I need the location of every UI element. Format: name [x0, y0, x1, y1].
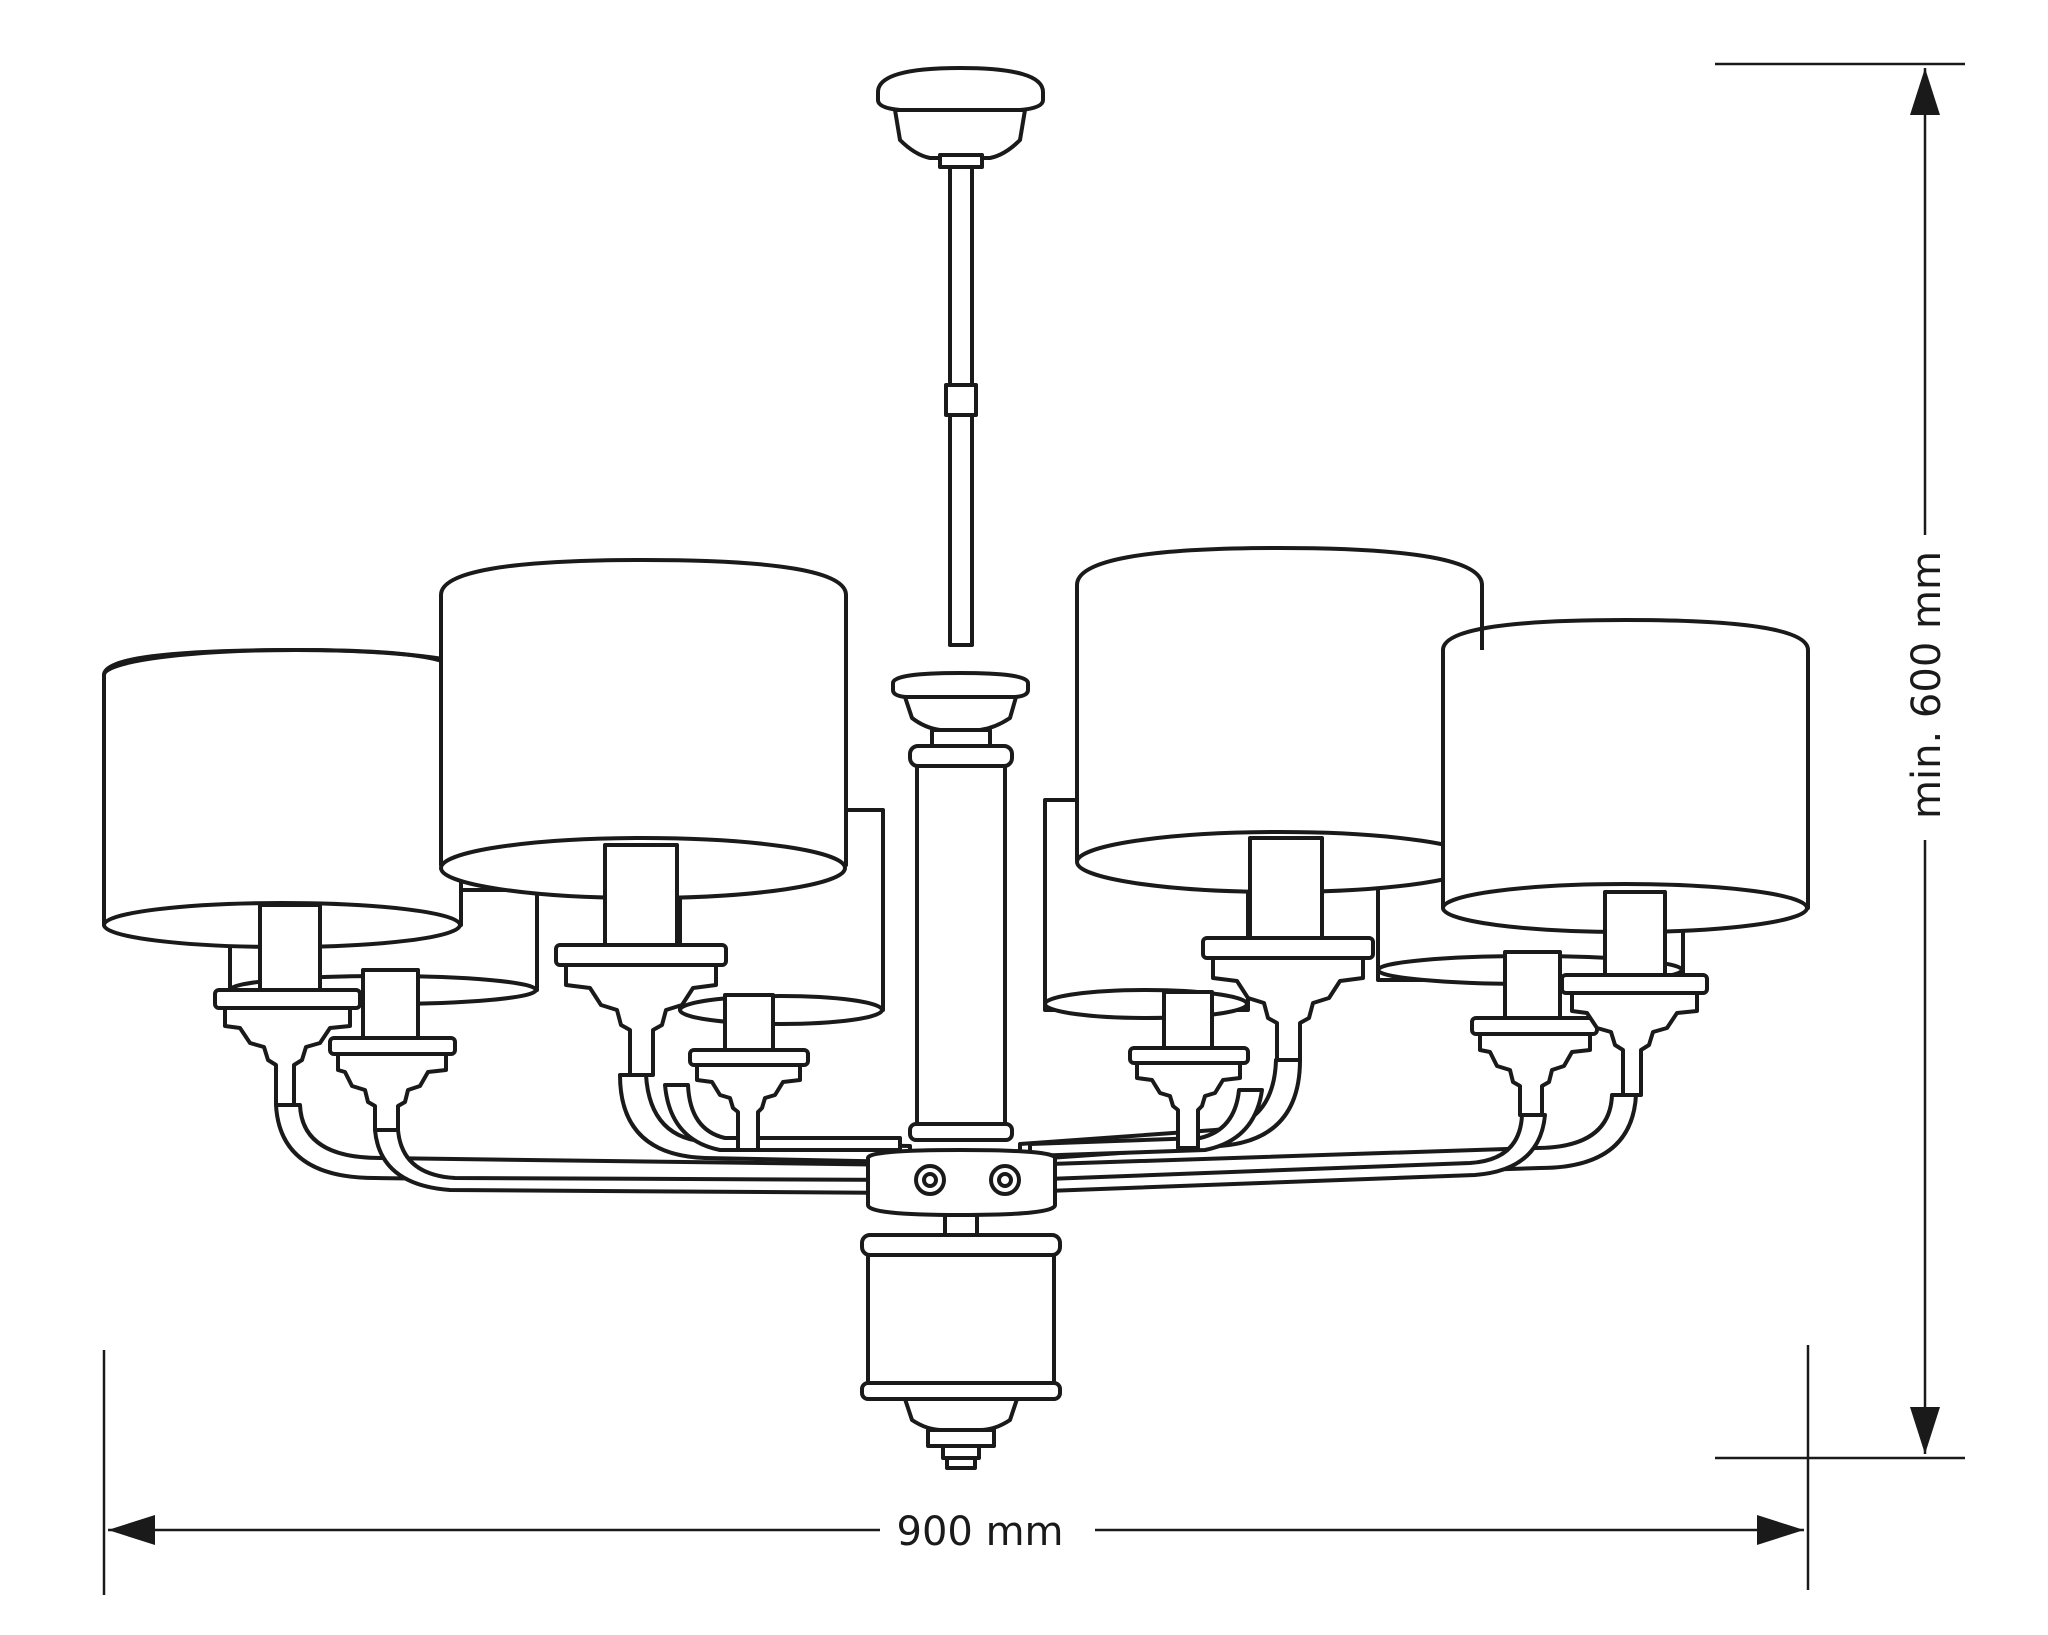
lower-drum — [860, 1233, 1062, 1401]
width-dimension: 900 mm — [102, 1345, 1810, 1595]
candle-holder-front-2 — [554, 843, 728, 1077]
bottom-finial — [903, 1397, 1019, 1470]
width-arrow-right — [1757, 1515, 1804, 1545]
central-tube — [908, 744, 1014, 1142]
ceiling-canopy — [876, 66, 1045, 169]
suspension-rod — [944, 165, 978, 647]
candle-holder-front-4 — [1560, 890, 1709, 1097]
candle-holder-back-1 — [328, 968, 457, 1132]
upper-collar — [891, 671, 1030, 748]
back-candle-holders — [328, 950, 1599, 1152]
height-arrow-top — [1910, 68, 1940, 115]
lampshade-front-left-outer — [102, 648, 490, 949]
front-lampshades — [102, 546, 1810, 949]
height-dimension: min. 600 mm — [1715, 62, 1965, 1460]
lampshade-front-right-outer — [1441, 618, 1810, 934]
height-dimension-label: min. 600 mm — [1904, 551, 1950, 819]
width-dimension-label: 900 mm — [897, 1509, 1064, 1555]
front-candle-holders — [213, 836, 1709, 1107]
height-arrow-bottom — [1910, 1407, 1940, 1454]
candle-holder-back-4 — [1470, 950, 1599, 1117]
arm-hub — [866, 1148, 1057, 1237]
lampshade-front-right-inner — [1075, 546, 1484, 894]
candle-holder-front-1 — [213, 903, 362, 1107]
candle-holder-back-3 — [1128, 990, 1250, 1150]
candle-holder-back-2 — [688, 993, 810, 1152]
width-arrow-left — [108, 1515, 155, 1545]
lampshade-front-left-inner — [439, 558, 848, 900]
central-column — [860, 66, 1062, 1470]
candle-holder-front-3 — [1201, 836, 1375, 1062]
